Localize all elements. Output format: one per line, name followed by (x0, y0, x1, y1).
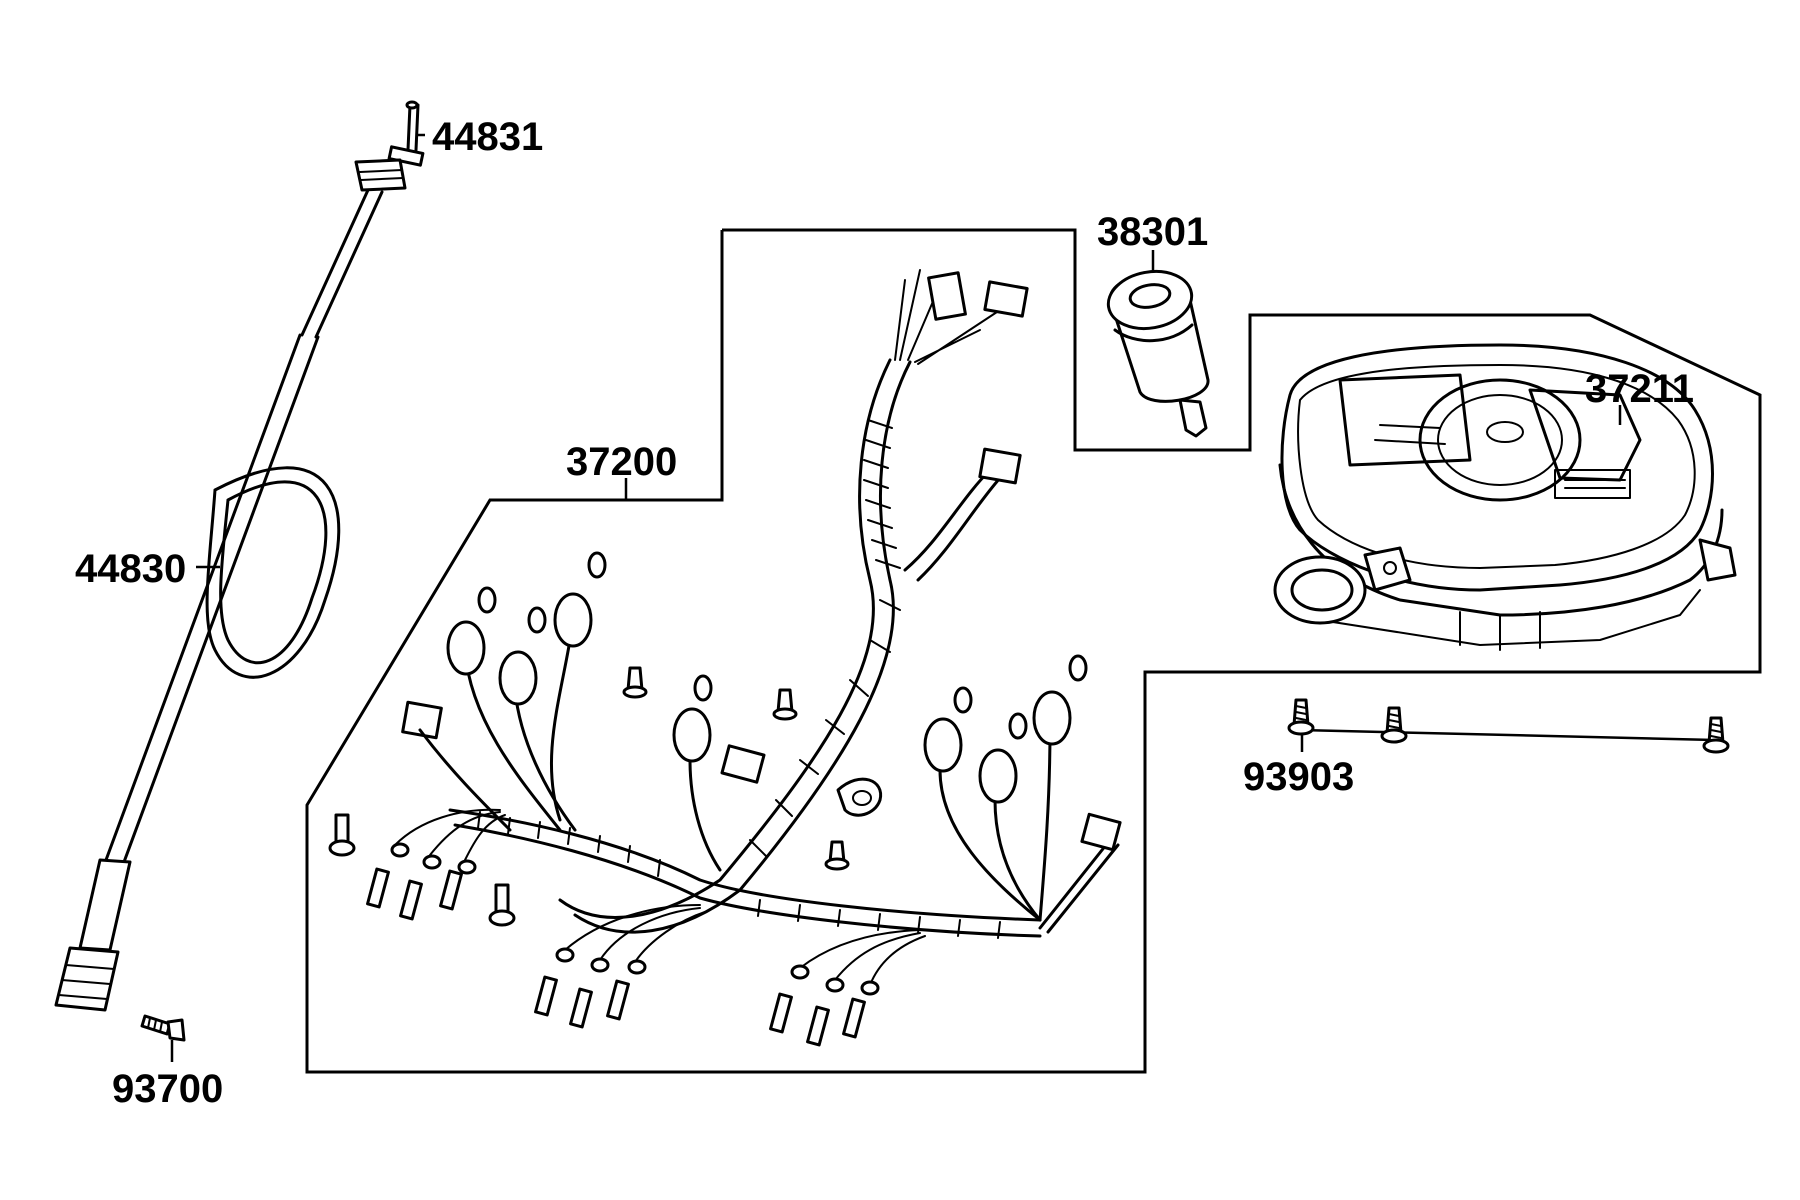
ring-terminal-icon (390, 842, 410, 858)
screw-icon (772, 688, 798, 721)
instrument-cluster (1273, 343, 1737, 651)
connector-icon (983, 280, 1029, 318)
bolt-icon (488, 883, 516, 927)
screws-93903 (1287, 698, 1730, 754)
part-label-93700: 93700 (112, 1067, 223, 1111)
connector-icon (1080, 812, 1122, 852)
connector-icon (720, 744, 766, 784)
screw-icon (1287, 698, 1315, 736)
bulb-icon (953, 686, 973, 714)
ring-terminal-icon (422, 854, 442, 870)
bulb-icon (1068, 654, 1088, 682)
bulb-icon (693, 674, 713, 702)
bulb-socket-icon (923, 717, 963, 773)
ring-terminal-icon (627, 959, 647, 975)
connector-icon (978, 447, 1022, 485)
bulb-socket-icon (446, 620, 486, 676)
bolt-icon (439, 869, 463, 911)
bulb-icon (587, 551, 607, 579)
bolt-icon (366, 867, 390, 909)
screw-icon (622, 666, 648, 699)
bolt-icon (328, 813, 356, 857)
part-label-37211: 37211 (1585, 367, 1694, 411)
clamp-icon (836, 777, 883, 817)
part-label-37200: 37200 (566, 440, 677, 484)
bolt-icon (606, 979, 630, 1021)
bolt-icon (806, 1005, 830, 1047)
speedometer-cable (54, 100, 425, 1012)
screw-icon (1380, 706, 1408, 744)
ring-terminal-icon (860, 980, 880, 996)
bulb-icon (527, 606, 547, 634)
bolt-icon (534, 975, 558, 1017)
ring-terminal-icon (825, 977, 845, 993)
ring-terminal-icon (457, 859, 477, 875)
connector-icon (401, 700, 443, 740)
part-label-38301: 38301 (1097, 210, 1208, 254)
bulb-socket-icon (672, 707, 712, 763)
ring-terminal-icon (555, 947, 575, 963)
screw-icon (824, 840, 850, 871)
bolt-icon (399, 879, 423, 921)
ring-terminal-icon (590, 957, 610, 973)
ignition-switch (1106, 269, 1210, 438)
bulb-socket-icon (1032, 690, 1072, 746)
part-label-44831: 44831 (432, 115, 543, 159)
bulb-icon (1008, 712, 1028, 740)
bulb-socket-icon (978, 748, 1018, 804)
part-label-44830: 44830 (75, 547, 186, 591)
bolt-icon (569, 987, 593, 1029)
bulb-socket-icon (553, 592, 593, 648)
connector-icon (927, 271, 967, 321)
bulb-socket-icon (498, 650, 538, 706)
part-label-93903: 93903 (1243, 755, 1354, 799)
screw-93700-icon (140, 1014, 186, 1042)
wiring-harness (328, 269, 1122, 1047)
ring-terminal-icon (790, 964, 810, 980)
wiring-harness-group-frame (305, 228, 1762, 1074)
bulb-icon (477, 586, 497, 614)
bolt-icon (769, 992, 793, 1034)
bolt-icon (842, 997, 866, 1039)
screw-icon (1702, 716, 1730, 754)
